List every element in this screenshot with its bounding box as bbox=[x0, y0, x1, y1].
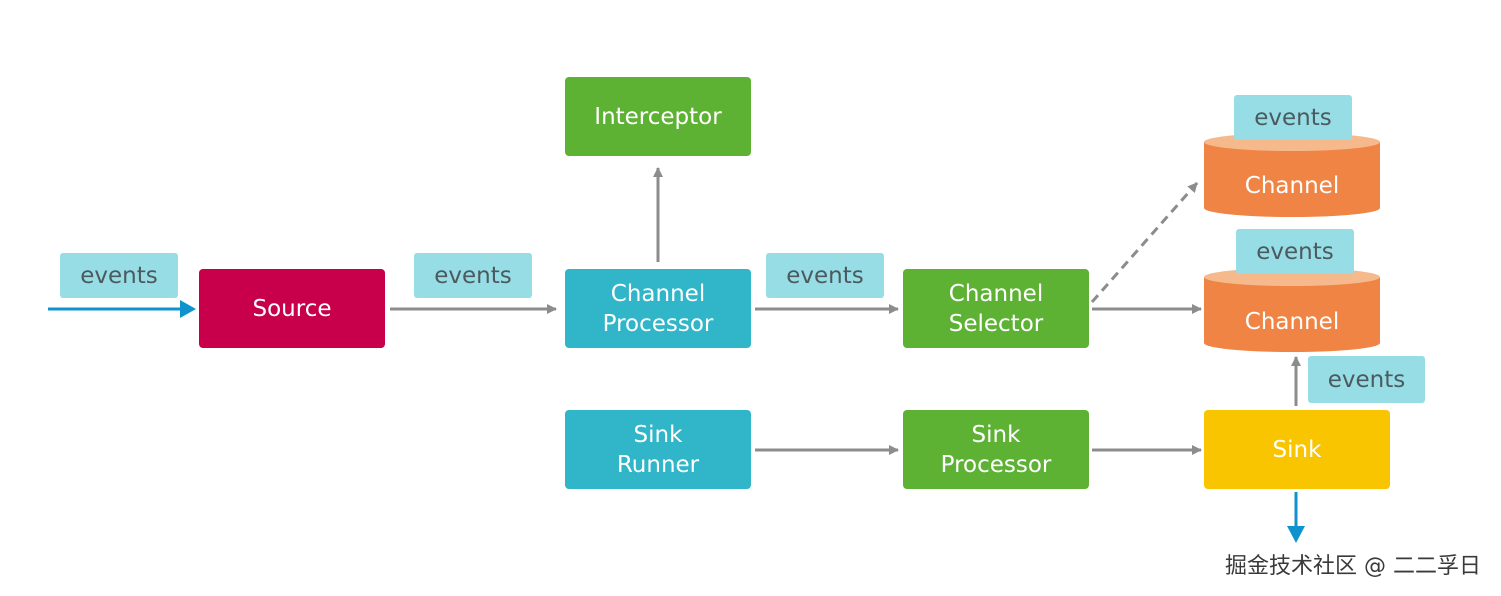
events-tag-processor: events bbox=[766, 253, 884, 298]
output-arrow bbox=[1287, 492, 1305, 543]
sink-runner-label-line-2: Runner bbox=[616, 451, 700, 478]
channel-1-label: Channel bbox=[1244, 173, 1340, 199]
sink-processor-label-line-2: Processor bbox=[940, 451, 1052, 478]
dashed-arrow-channel-selector-to-channel-1 bbox=[1090, 182, 1199, 303]
channel-processor-node: Channel Processor bbox=[565, 269, 751, 348]
events-tag-source: events bbox=[414, 253, 532, 298]
input-arrow bbox=[48, 300, 196, 318]
sink-processor-node: Sink Processor bbox=[903, 410, 1089, 489]
events-tag-channel-2: events bbox=[1236, 229, 1354, 274]
interceptor-node: Interceptor bbox=[565, 77, 751, 156]
channel-processor-label-line-2: Processor bbox=[602, 310, 714, 337]
channel-selector-node: Channel Selector bbox=[903, 269, 1089, 348]
sink-node: Sink bbox=[1204, 410, 1390, 489]
source-label: Source bbox=[252, 295, 332, 322]
events-tag-sink: events bbox=[1308, 356, 1425, 403]
watermark: 掘金技术社区 @ 二二孚日 bbox=[1225, 554, 1481, 579]
sink-label: Sink bbox=[1272, 436, 1322, 463]
channel-2-label: Channel bbox=[1244, 309, 1340, 335]
interceptor-label: Interceptor bbox=[594, 103, 722, 130]
source-node: Source bbox=[199, 269, 385, 348]
channel-processor-label-line-1: Channel bbox=[610, 280, 706, 307]
sink-runner-label-line-1: Sink bbox=[633, 421, 683, 448]
sink-runner-node: Sink Runner bbox=[565, 410, 751, 489]
events-tag-input: events bbox=[60, 253, 178, 298]
channel-selector-label-line-1: Channel bbox=[948, 280, 1044, 307]
channel-2-cylinder bbox=[1204, 268, 1380, 352]
sink-processor-label-line-1: Sink bbox=[971, 421, 1021, 448]
channel-selector-label-line-2: Selector bbox=[948, 310, 1044, 337]
events-tag-channel-1: events bbox=[1234, 95, 1352, 140]
